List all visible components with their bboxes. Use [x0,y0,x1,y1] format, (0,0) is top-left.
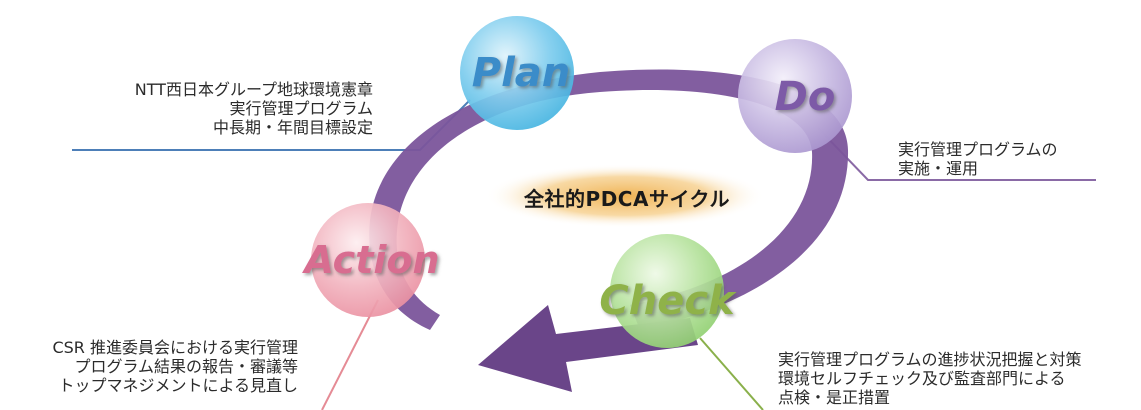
action-label: Action [301,238,439,282]
do-description-line: 実施・運用 [898,159,979,178]
plan-circle [460,16,574,130]
plan-description: NTT西日本グループ地球環境憲章 実行管理プログラム 中長期・年間目標設定 [135,80,373,137]
check-description-line: 環境セルフチェック及び監査部門による [778,369,1066,388]
plan-description-line: NTT西日本グループ地球環境憲章 [134,80,373,99]
action-circle [311,203,425,317]
check-description-line: 点検・是正措置 [778,388,891,407]
center-label: 全社的PDCAサイクル [524,187,730,211]
check-description-line: 実行管理プログラムの進捗状況把握と対策 [778,350,1082,369]
do-label: Do [775,74,836,120]
action-leader-line [321,299,379,410]
plan-description-line: 実行管理プログラム [229,99,373,118]
action-description-line: CSR 推進委員会における実行管理 [52,338,298,357]
action-description: CSR 推進委員会における実行管理 プログラム結果の報告・審議等 トップマネジメ… [52,338,298,395]
do-circle [738,39,852,153]
do-description: 実行管理プログラムの 実施・運用 [898,140,1058,178]
action-description-line: トップマネジメントによる見直し [58,376,298,395]
check-leader-line [699,337,764,410]
check-circle [610,234,724,348]
check-label: Check [599,278,737,324]
do-description-line: 実行管理プログラムの [898,140,1058,159]
plan-description-line: 中長期・年間目標設定 [212,118,373,137]
plan-label: Plan [472,50,571,96]
action-description-line: プログラム結果の報告・審議等 [74,357,298,376]
check-description: 実行管理プログラムの進捗状況把握と対策 環境セルフチェック及び監査部門による 点… [778,350,1082,407]
center-glow [485,164,765,228]
